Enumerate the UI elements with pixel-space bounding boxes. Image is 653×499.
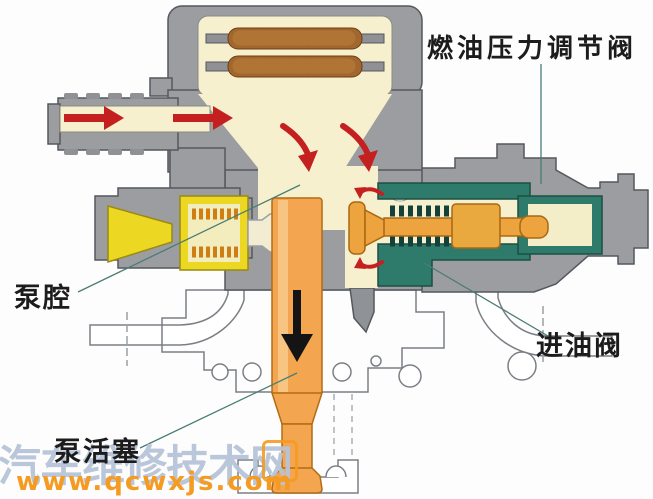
damper-springs [205,27,385,78]
body-tongue [349,287,375,334]
piston-taper [270,392,324,425]
inlet-pipe-tip [47,103,61,145]
leader-inlet-valve [423,262,549,337]
label-fuel-pressure-regulator: 燃油压力调节阀 [427,34,638,64]
pipe-barbs [64,93,144,155]
inlet-flow-arrow-icon [64,106,124,130]
top-cap-ledge [149,77,173,97]
chamber-funnel [198,94,392,168]
label-pump-chamber: 泵腔 [14,283,72,314]
poppet-head [348,201,366,255]
inlet-valve-poppet [348,201,549,255]
valve-housing-top [377,182,531,200]
chamber-flow-arrow-icon [340,123,378,172]
valve-flow-arrow-icon [354,257,384,269]
spring-pin [359,61,385,72]
piston-foot [271,467,323,494]
label-pump-piston: 泵活塞 [54,437,141,468]
pipe-step [169,147,226,195]
inlet-valve-assembly [348,182,603,287]
spring-pin [205,61,231,72]
outlet-fitting [94,187,279,271]
piston-highlight [278,200,288,392]
left-arm-outline [89,281,245,346]
spring-pin [359,33,385,44]
fitting-cone [107,205,173,264]
roller-outline [242,362,262,382]
tappet-bump [325,465,347,478]
piston-stroke-arrow-icon [281,290,313,362]
housing-outline-right [322,289,445,393]
roller-outline [332,362,352,382]
housing-outline-left [161,289,272,393]
fuel-flow-arrows [64,106,384,269]
outline-mechanics [89,281,613,494]
leader-pump-piston [139,372,298,449]
roller-outline [370,355,382,367]
inlet-flow-arrow-icon [173,106,233,130]
valve-bushing [451,203,501,249]
stem-tip [519,215,549,239]
watermark-site-url: www.qcwxjs.com [16,467,294,497]
valve-flow-arrow-icon [354,187,384,199]
pump-piston [270,197,324,494]
roller-outline [398,364,422,388]
label-inlet-valve: 进油阀 [536,331,623,362]
spring-pin [205,33,231,44]
roller-outline [211,363,229,381]
leader-pump-chamber [77,184,301,293]
watermark-site-name: 汽车维修技术网 [0,442,293,492]
right-arm-outline [475,283,613,357]
leader-lines [77,64,549,449]
tappet-bump [249,465,271,478]
watermark-logo-frame [262,440,298,482]
roller-outline [507,351,537,381]
chamber-flow-arrow-icon [280,123,318,172]
